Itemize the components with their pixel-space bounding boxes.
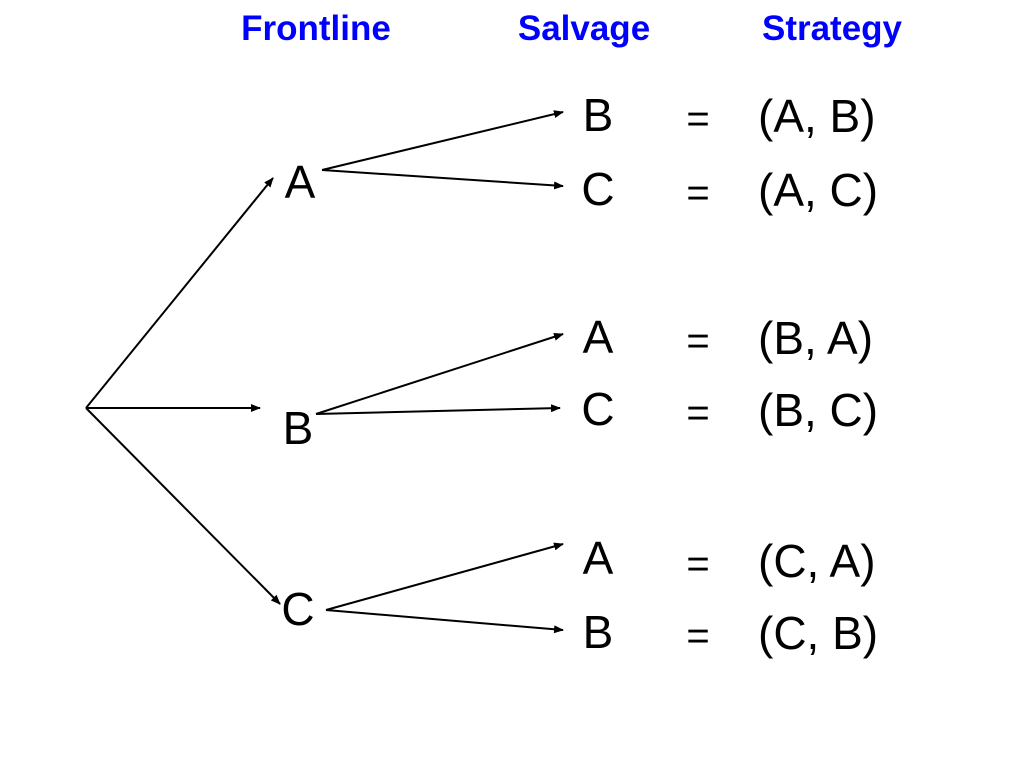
strategy-value: (B, C) <box>758 384 878 436</box>
salvage-node: A <box>583 311 614 363</box>
edge-c-to-salvage-a <box>325 542 564 611</box>
salvage-node: B <box>583 89 614 141</box>
header-salvage: Salvage <box>518 9 650 48</box>
edge-b-to-salvage-c <box>315 404 561 415</box>
strategy-value: (C, B) <box>758 607 878 659</box>
equals-sign: = <box>686 391 709 435</box>
strategy-value: (B, A) <box>758 312 873 364</box>
edge-c-to-salvage-b <box>325 609 564 634</box>
frontline-node: B <box>283 402 314 454</box>
equals-sign: = <box>686 97 709 141</box>
header-frontline: Frontline <box>241 9 391 48</box>
equals-sign: = <box>686 319 709 363</box>
strategy-value: (A, C) <box>758 164 878 216</box>
edge-a-to-salvage-c <box>321 169 564 190</box>
strategy-value: (C, A) <box>758 535 876 587</box>
salvage-node: A <box>583 532 614 584</box>
equals-sign: = <box>686 171 709 215</box>
equals-sign: = <box>686 614 709 658</box>
strategy-value: (A, B) <box>758 90 876 142</box>
frontline-node: C <box>281 583 314 635</box>
salvage-node: C <box>581 163 614 215</box>
frontline-node: A <box>285 156 316 208</box>
edge-b-to-salvage-a <box>315 332 564 415</box>
header-strategy: Strategy <box>762 9 903 48</box>
salvage-node: C <box>581 383 614 435</box>
edge-root-to-frontline-a <box>85 177 274 409</box>
edge-root-to-frontline-c <box>85 407 281 605</box>
edge-a-to-salvage-b <box>321 110 564 171</box>
salvage-node: B <box>583 606 614 658</box>
equals-sign: = <box>686 542 709 586</box>
